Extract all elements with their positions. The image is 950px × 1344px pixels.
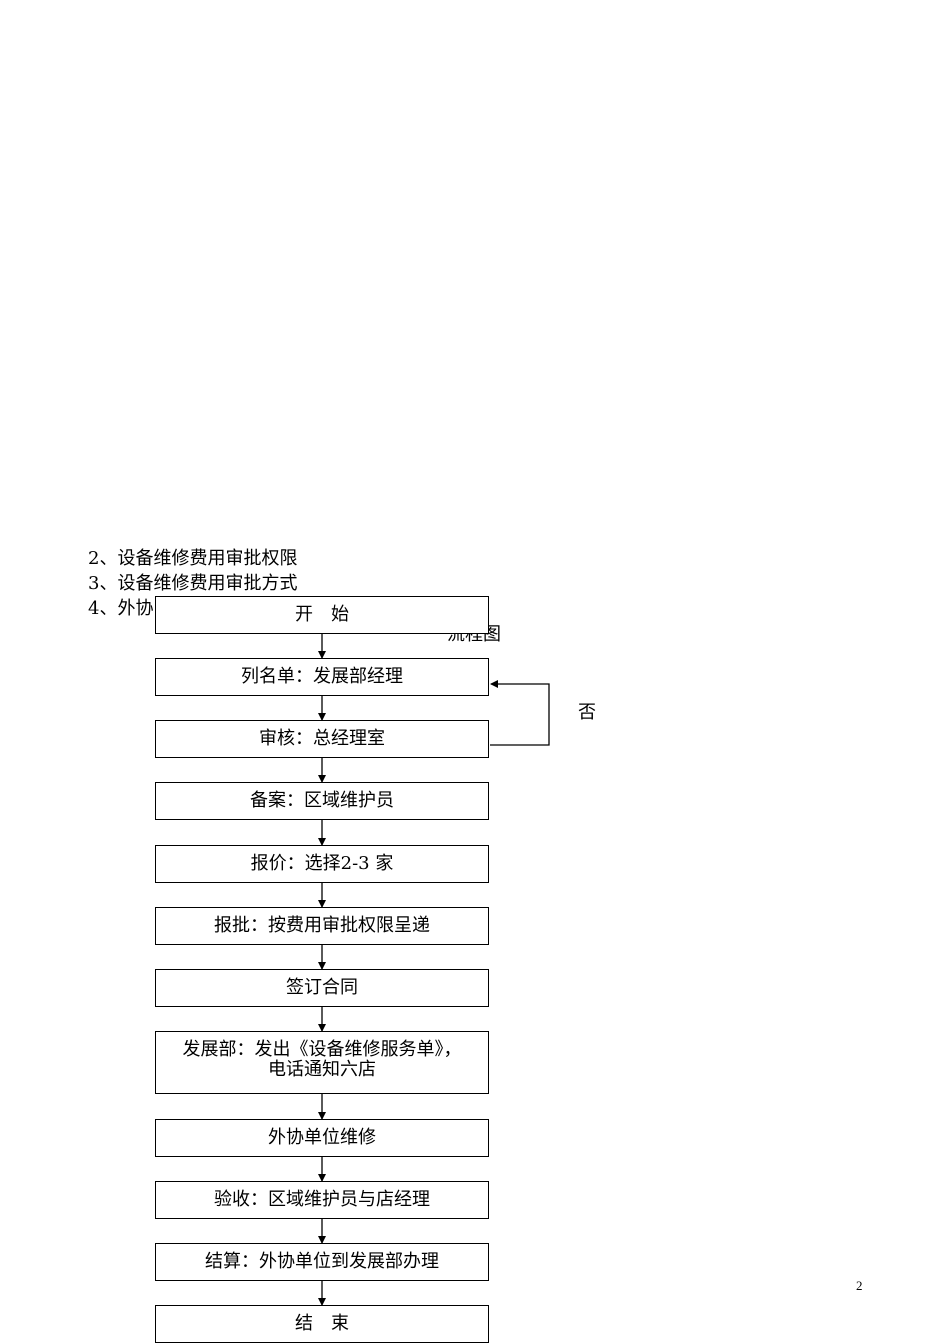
flow-step-end: 结 束	[155, 1305, 489, 1343]
flow-step-approve: 报批：按费用审批权限呈递	[155, 907, 489, 945]
flow-step-dispatch: 发展部：发出《设备维修服务单》， 电话通知六店	[155, 1031, 489, 1094]
flow-step-list: 列名单：发展部经理	[155, 658, 489, 696]
heading-outsourced: 4、外协	[88, 598, 154, 619]
page-number: 2	[856, 1278, 863, 1293]
flow-step-quote: 报价：选择2-3 家	[155, 845, 489, 883]
heading-approval-authority: 2、设备维修费用审批权限	[88, 548, 298, 569]
flow-step-accept: 验收：区域维护员与店经理	[155, 1181, 489, 1219]
heading-approval-method: 3、设备维修费用审批方式	[88, 573, 298, 594]
feedback-loop-arrow	[490, 680, 550, 746]
feedback-label-no: 否	[578, 702, 596, 723]
flow-step-record: 备案：区域维护员	[155, 782, 489, 820]
flow-step-repair: 外协单位维修	[155, 1119, 489, 1157]
flow-step-start: 开 始	[155, 596, 489, 634]
flow-step-contract: 签订合同	[155, 969, 489, 1007]
flow-step-review: 审核：总经理室	[155, 720, 489, 758]
flow-step-settle: 结算：外协单位到发展部办理	[155, 1243, 489, 1281]
